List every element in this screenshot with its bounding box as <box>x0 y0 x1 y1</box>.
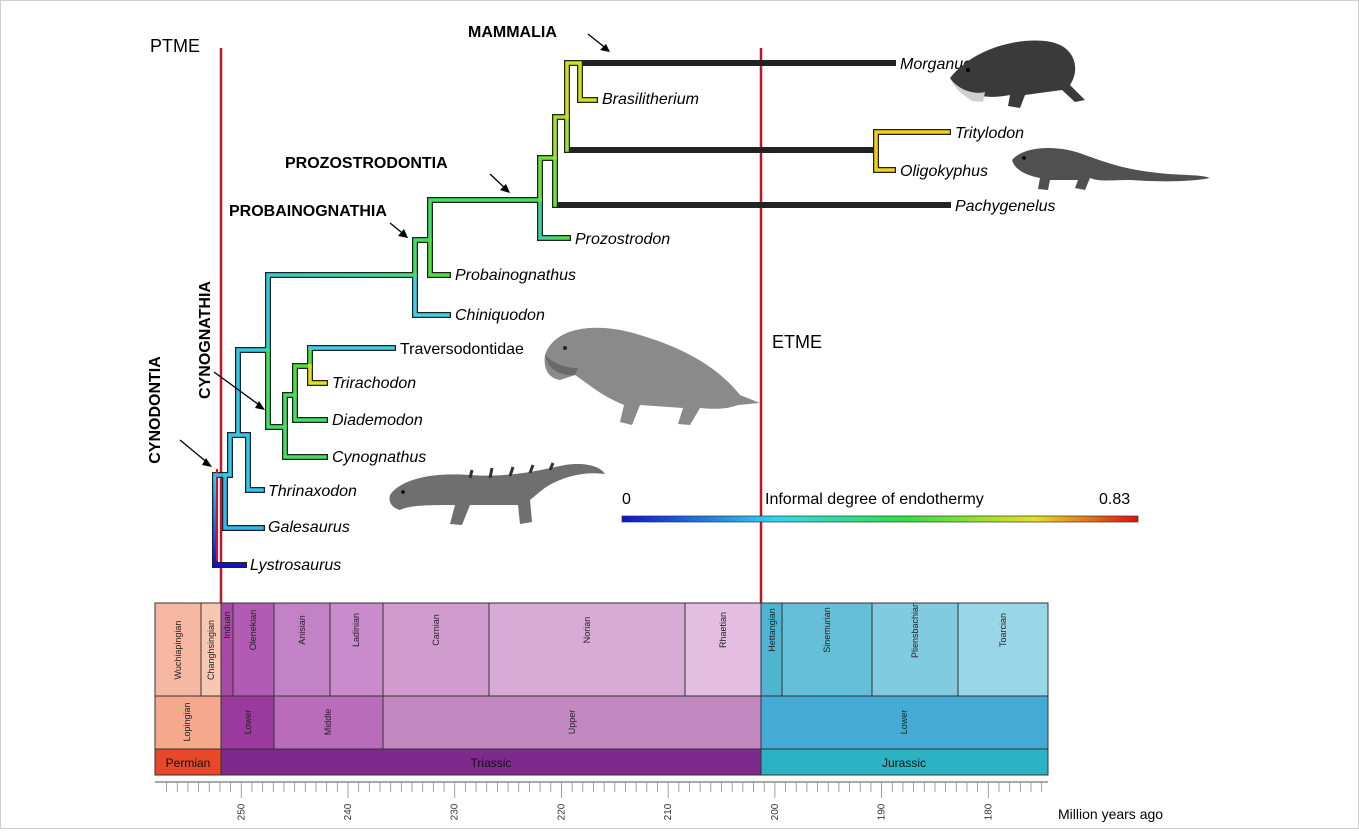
clade-mammalia: MAMMALIA <box>468 24 557 41</box>
time-axis-label: Million years ago <box>1058 806 1163 822</box>
stage-norian: Norian <box>582 617 592 644</box>
taxon-prozostrodon: Prozostrodon <box>575 231 670 248</box>
taxon-oligokyphus: Oligokyphus <box>900 163 988 180</box>
etme-label: ETME <box>772 332 822 352</box>
taxon-thrinaxodon: Thrinaxodon <box>268 483 357 500</box>
stage-induan: Induan <box>222 611 232 639</box>
clade-probainognathia: PROBAINOGNATHIA <box>229 203 387 220</box>
epoch-middle: Middle <box>323 709 333 736</box>
taxon-cynognathus: Cynognathus <box>332 449 426 466</box>
stage-changhsingian: Changhsingian <box>206 620 216 680</box>
stage-rhaetian: Rhaetian <box>718 612 728 648</box>
stage-hettangian: Hettangian <box>767 608 777 652</box>
colorbar-min-label: 0 <box>622 491 631 508</box>
epoch-lower-jurassic: Lower <box>899 710 909 735</box>
taxon-tritylodon: Tritylodon <box>955 125 1024 142</box>
period-permian: Permian <box>166 756 211 770</box>
stage-anisian: Anisian <box>297 615 307 645</box>
tick-200: 200 <box>770 803 781 820</box>
stage-wuchiapingian: Wuchiapingian <box>173 621 183 680</box>
clade-cynognathia: CYNOGNATHIA <box>197 281 214 399</box>
stage-toarcian: Toarcian <box>998 613 1008 647</box>
tick-180: 180 <box>983 803 994 820</box>
clade-cynodontia: CYNODONTIA <box>147 356 164 464</box>
epoch-row <box>155 696 1048 749</box>
taxon-traversodontidae: Traversodontidae <box>400 341 524 358</box>
taxon-probainognathus: Probainognathus <box>455 267 576 284</box>
taxon-brasilitherium: Brasilitherium <box>602 91 699 108</box>
period-triassic: Triassic <box>471 756 512 770</box>
taxon-trirachodon: Trirachodon <box>332 375 416 392</box>
stage-olenekian: Olenekian <box>248 610 258 651</box>
tick-230: 230 <box>450 803 461 820</box>
colorbar <box>622 516 1138 522</box>
period-jurassic: Jurassic <box>882 756 926 770</box>
traversodontid-silhouette <box>545 328 760 425</box>
time-axis-minor-ticks <box>167 782 1042 798</box>
stage-ladinian: Ladinian <box>351 613 361 647</box>
tick-220: 220 <box>556 803 567 820</box>
thrinaxodon-silhouette <box>389 463 605 525</box>
taxon-lystrosaurus: Lystrosaurus <box>250 557 341 574</box>
epoch-upper: Upper <box>567 710 577 735</box>
taxon-galesaurus: Galesaurus <box>268 519 350 536</box>
tick-190: 190 <box>877 803 888 820</box>
tick-210: 210 <box>663 803 674 820</box>
taxon-diademodon: Diademodon <box>332 412 423 429</box>
tick-250: 250 <box>236 803 247 820</box>
morganucodon-silhouette <box>950 41 1085 108</box>
oligokyphus-silhouette <box>1012 148 1210 190</box>
stage-pliensbachian: Pliensbachian <box>910 602 920 658</box>
epoch-lower-triassic: Lower <box>243 710 253 735</box>
taxon-chiniquodon: Chiniquodon <box>455 307 545 324</box>
colorbar-label: Informal degree of endothermy <box>765 491 984 508</box>
time-scale: Wuchiapingian Changhsingian Induan Olene… <box>155 602 1163 822</box>
epoch-lopingian: Lopingian <box>182 702 192 741</box>
clade-prozostrodontia: PROZOSTRODONTIA <box>285 155 448 172</box>
stage-sinemurian: Sinemurian <box>822 607 832 653</box>
stage-carnian: Carnian <box>431 614 441 646</box>
colorbar-max-label: 0.83 <box>1099 491 1130 508</box>
taxon-pachygenelus: Pachygenelus <box>955 198 1056 215</box>
ptme-label: PTME <box>150 36 200 56</box>
tick-240: 240 <box>343 803 354 820</box>
